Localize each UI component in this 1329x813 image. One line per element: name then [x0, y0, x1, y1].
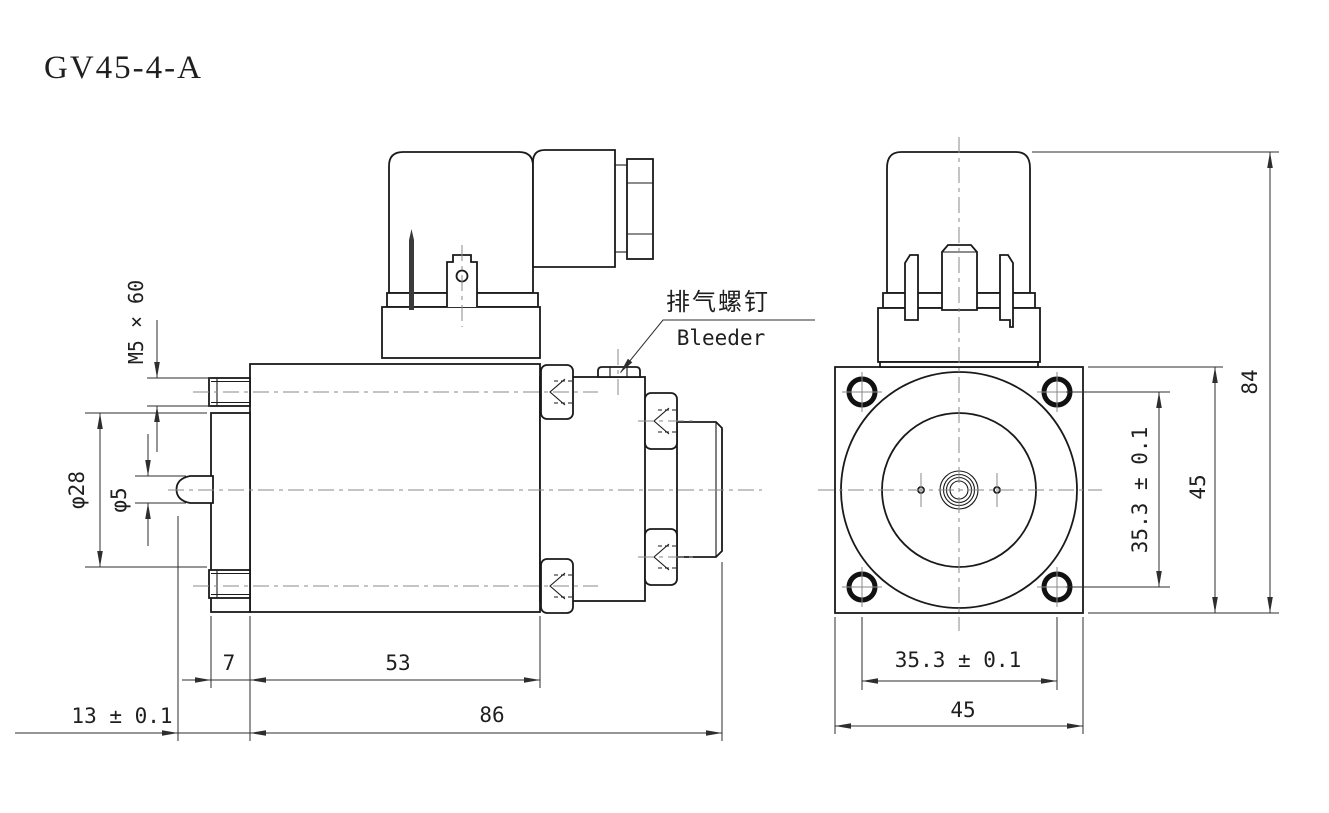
dimension-arrows	[97, 152, 1273, 736]
cable-entry-block	[532, 149, 616, 268]
dim-plate-thickness: 7	[223, 651, 236, 675]
dim-total-length: 86	[479, 703, 504, 727]
cable-gland-nut	[626, 158, 654, 260]
dim-total-height: 84	[1238, 369, 1262, 394]
dim-flange-width: 45	[950, 698, 975, 722]
bleeder-screw	[597, 366, 641, 378]
drawing-title: GV45-4-A	[44, 50, 203, 86]
bleeder-leader-line	[620, 319, 815, 373]
dim-hole-spacing-vertical: 35.3 ± 0.1	[1128, 427, 1152, 553]
left-spade-pin	[904, 254, 919, 321]
dim-flange-height: 45	[1186, 474, 1210, 499]
side-view	[175, 149, 723, 614]
dim-coil-length: 53	[385, 651, 410, 675]
dim-hole-spacing-horizontal: 35.3 ± 0.1	[895, 648, 1021, 672]
din-connector-front	[886, 151, 1031, 294]
front-view-labels: 35.3 ± 0.1 45 84 35.3 ± 0.1 45	[895, 369, 1262, 722]
bleeder-callout-cn: 排气螺钉	[666, 288, 770, 316]
coil-flange-block	[381, 306, 541, 359]
side-view-labels: M5 × 60 φ28 φ5 7 53 13 ± 0.1 86 排气螺钉 Ble…	[65, 280, 770, 728]
contact-pin	[409, 229, 414, 310]
dim-boss-diameter: φ28	[65, 471, 89, 509]
dimension-lines	[15, 151, 1279, 741]
bottom-bolt	[208, 569, 251, 599]
dim-pin-offset: 13 ± 0.1	[71, 704, 172, 728]
bleeder-callout-en: Bleeder	[677, 326, 766, 350]
right-spade-pin	[999, 254, 1014, 328]
dim-pin-diameter: φ5	[107, 487, 131, 512]
dim-bolt-thread: M5 × 60	[124, 280, 148, 364]
solenoid-coil-body	[249, 363, 541, 613]
